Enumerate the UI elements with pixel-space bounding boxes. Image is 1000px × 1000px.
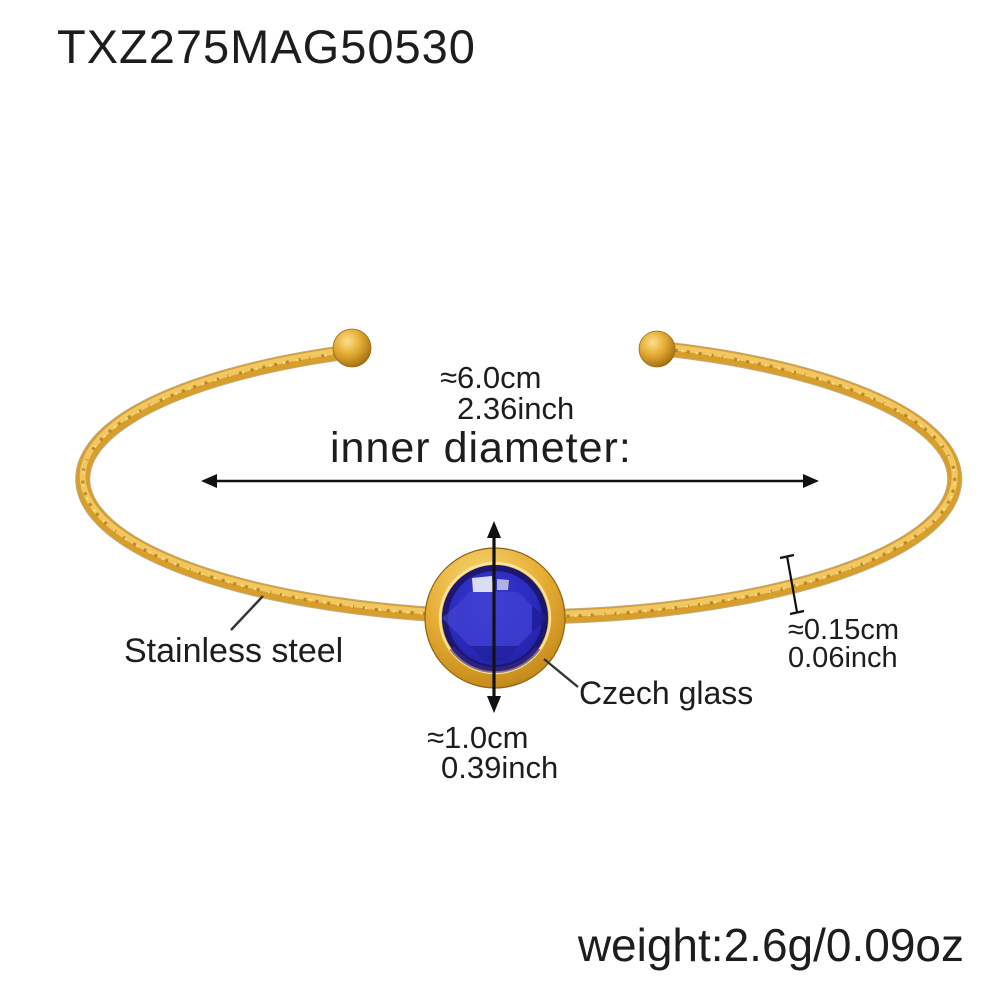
wire-thickness-cm: ≈0.15cm [788,614,900,646]
stone-height-arrow [487,521,501,713]
stone-side-facet [532,606,548,632]
wire-thickness-gauge [779,553,805,616]
product-sku: TXZ275MAG50530 [57,20,476,73]
wire-thickness-inch: 0.06inch [788,642,898,674]
stone-diameter-cm: ≈1.0cm [427,720,529,755]
inner-diameter-cm: ≈6.0cm [440,360,542,395]
stone-glint [472,576,493,592]
czech-glass-pointer-line [543,658,579,688]
product-weight: weight:2.6g/0.09oz [577,919,964,971]
material-stone-label: Czech glass [579,675,754,711]
ball-end-left [332,328,372,368]
stone-glint [497,579,509,590]
inner-diameter-inch: 2.36inch [457,391,575,426]
stone-diameter-inch: 0.39inch [441,750,559,785]
ball-end-right [638,330,676,368]
stone-side-facet [442,606,456,632]
material-band-label: Stainless steel [124,632,344,670]
stainless-steel-pointer-line [230,595,264,631]
inner-diameter-arrow [201,474,819,488]
inner-diameter-label: inner diameter: [330,424,632,472]
